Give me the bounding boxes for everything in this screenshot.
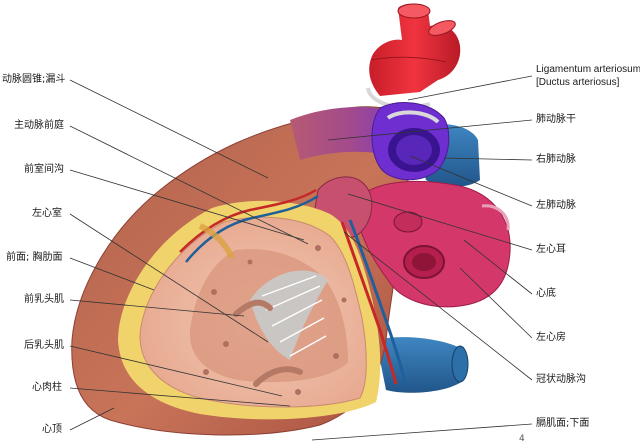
label-coronary-sulcus: 冠状动脉沟: [536, 374, 586, 385]
label-ductus: [Ductus arteriosus]: [536, 77, 620, 88]
label-anterior-papillary: 前乳头肌: [24, 294, 64, 305]
left-atrium: [313, 176, 511, 308]
label-aortic-vestibule: 主动脉前庭: [14, 120, 64, 131]
label-pulmonary-trunk: 肺动脉干: [536, 114, 576, 125]
label-interventricular-sulcus: 前室间沟: [24, 164, 64, 175]
label-cardiac-base: 心底: [536, 288, 556, 299]
pulmonary-trunk: [371, 102, 450, 181]
label-posterior-papillary: 后乳头肌: [24, 340, 64, 351]
label-conus: 动脉圆锥;漏斗: [2, 74, 66, 85]
label-diaphragmatic-surface: 膈肌面;下面: [536, 418, 590, 429]
label-left-ventricle: 左心室: [32, 208, 62, 219]
coronary-vessels: [179, 188, 408, 387]
ventricle-section: [118, 200, 381, 420]
label-ligamentum: Ligamentum arteriosum: [536, 64, 640, 75]
label-apex: 心顶: [42, 424, 62, 435]
label-sternocostal-surface: 前面; 胸肋面: [6, 252, 63, 263]
label-right-pulmonary-artery: 右肺动脉: [536, 154, 576, 165]
label-trabeculae: 心肉柱: [32, 382, 62, 393]
leader-lines-right: [311, 75, 533, 441]
label-left-auricle: 左心耳: [536, 244, 566, 255]
label-left-atrium: 左心房: [536, 332, 566, 343]
aorta: [366, 3, 461, 110]
label-left-pulmonary-artery: 左肺动脉: [536, 200, 576, 211]
leader-lines-left: [69, 79, 309, 431]
watermark: 4: [519, 434, 525, 444]
